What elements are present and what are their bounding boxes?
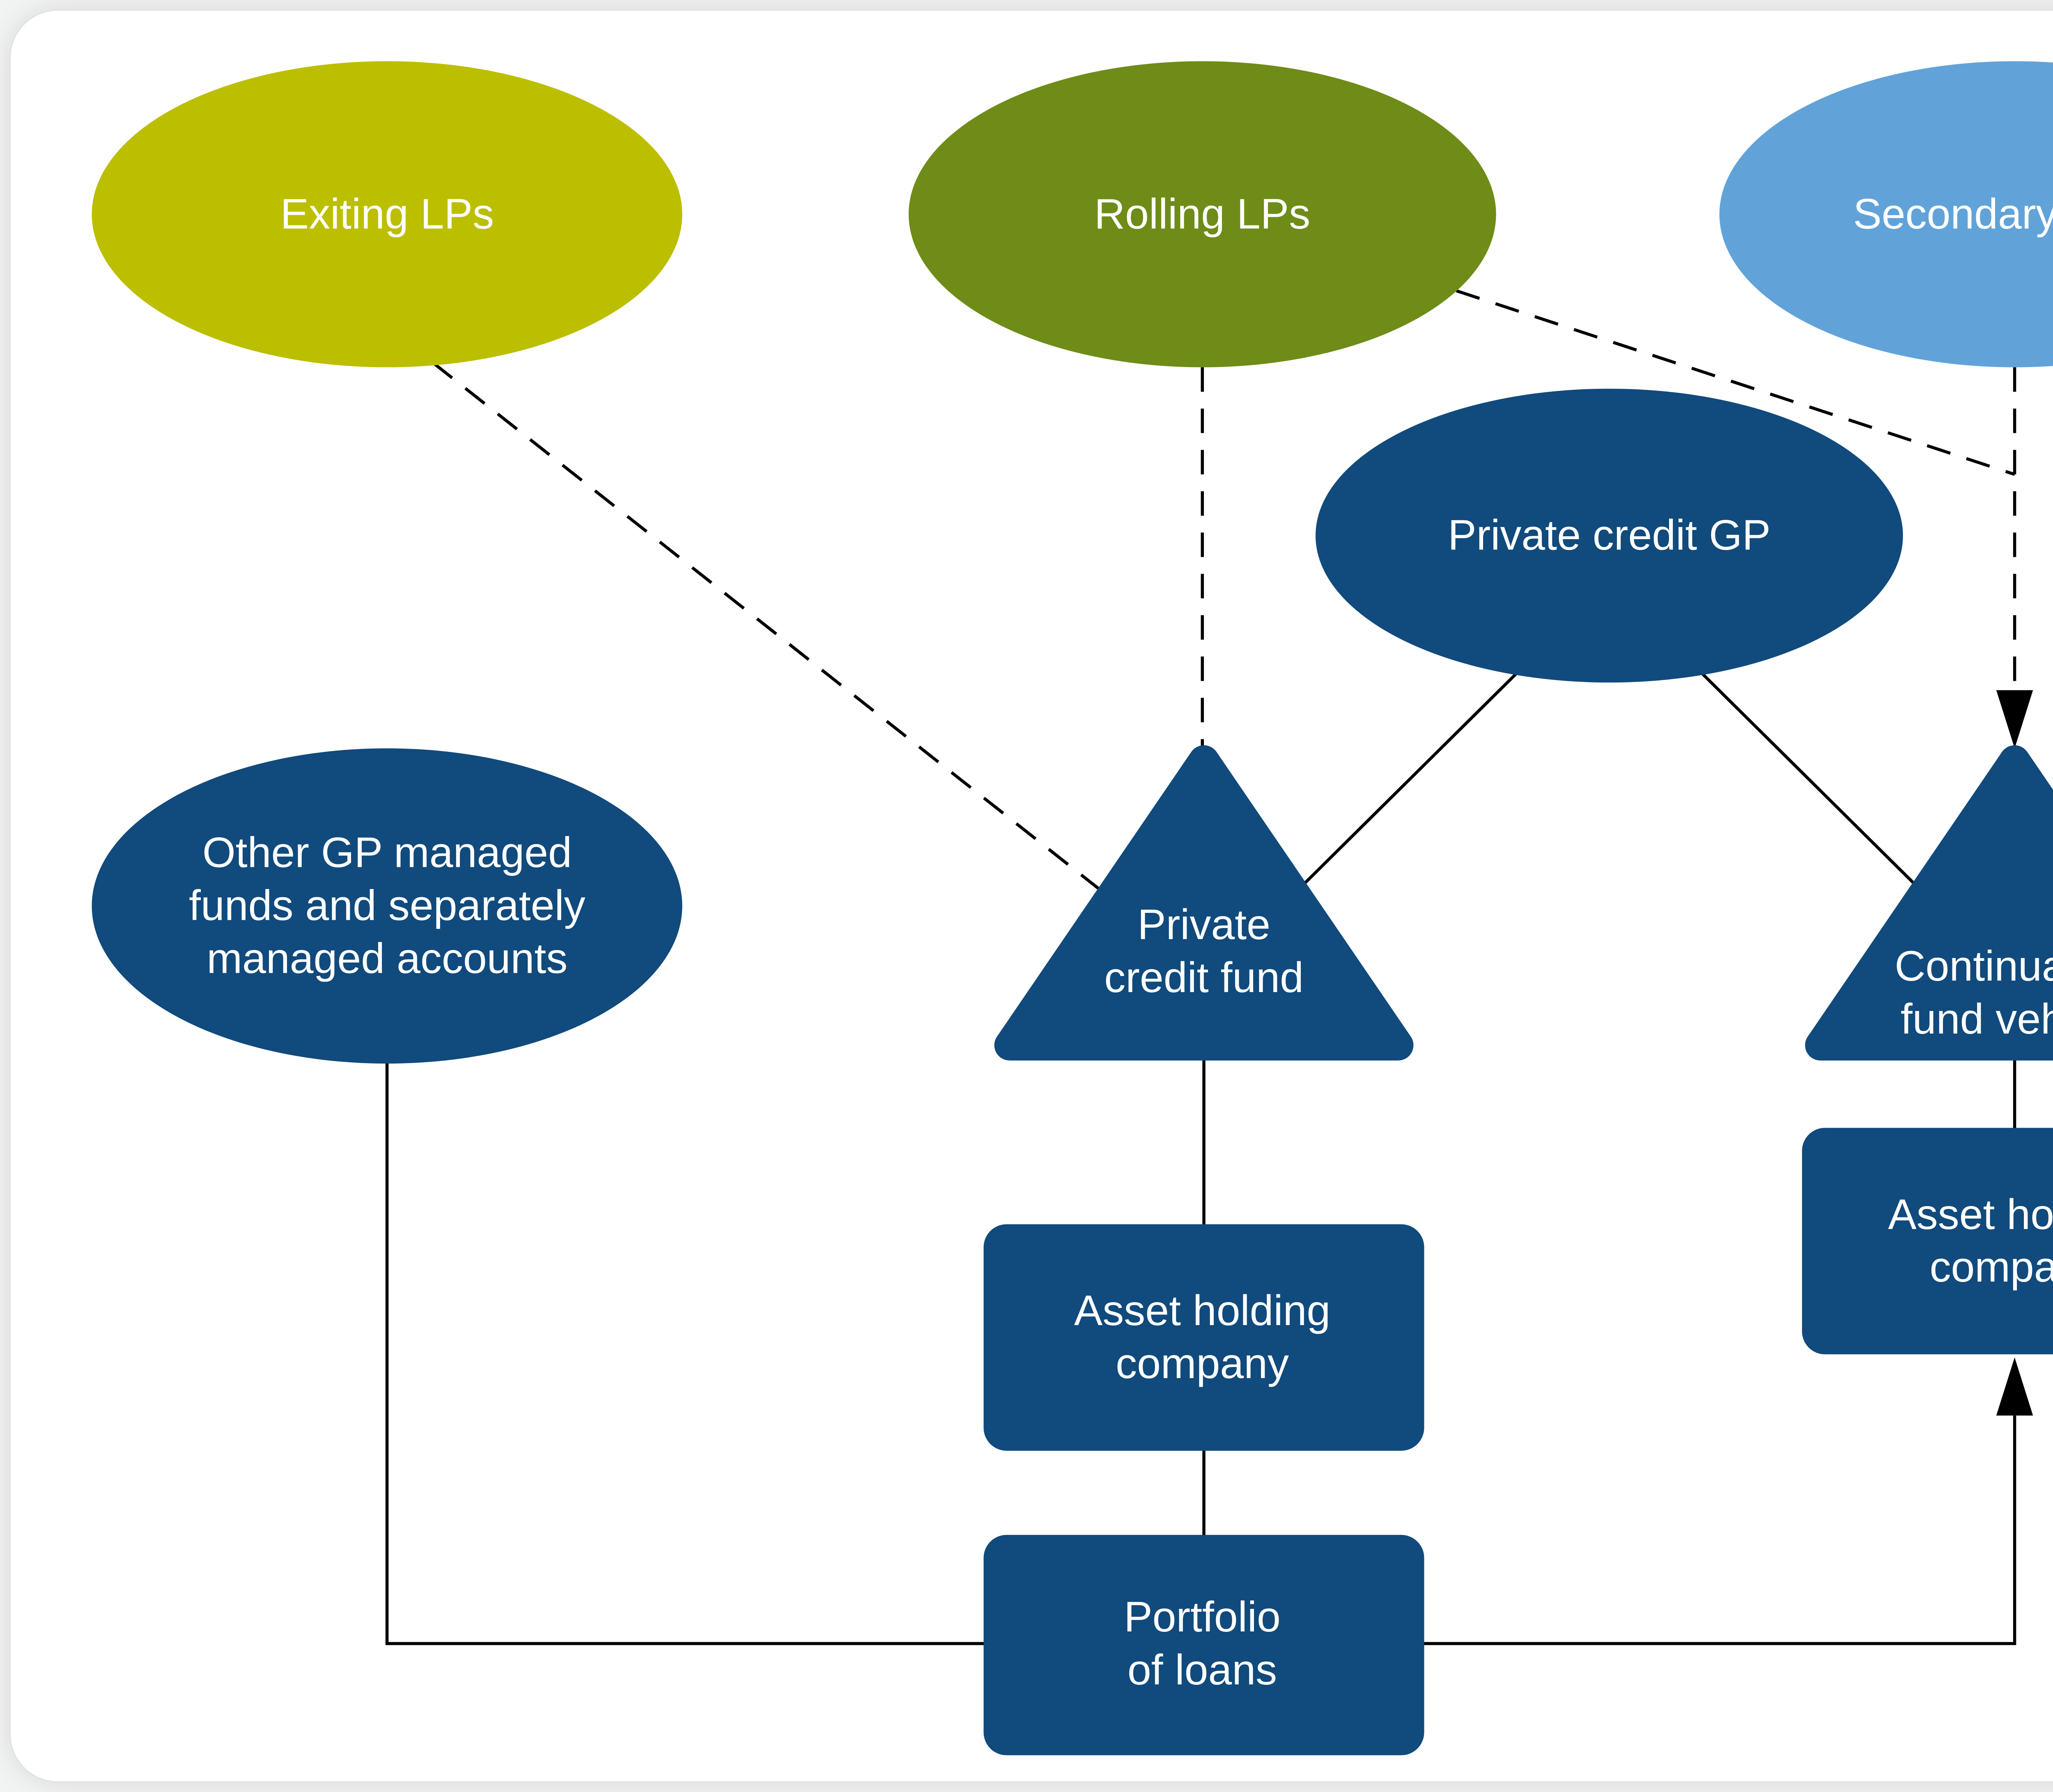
portfolio-of-loans-box [983,1535,1424,1755]
edge-other-gp-funds-to-portfolio [385,1010,1002,1645]
other-gp-funds-ellipse [92,748,682,1064]
asset-holding-company-left-box [983,1224,1424,1451]
arrow-down-icon [1996,690,2033,749]
rolling-lps-ellipse [908,61,1496,368]
private-credit-gp-ellipse [1315,388,1903,683]
private-credit-fund-triangle [994,745,1414,1061]
edge-exiting-lps-to-private-credit-fund [432,361,1118,904]
edge-rolling-lps-to-continuation-fund-vehicle [1456,289,2015,476]
asset-holding-company-right-box [1802,1128,2053,1355]
edge-portfolio-to-asset-holding-right [1415,1415,2016,1645]
continuation-fund-vehicle-triangle [1805,745,2053,1061]
arrow-up-icon [1996,1357,2033,1416]
secondary-buyer-ellipse [1719,61,2053,368]
exiting-lps-ellipse [92,61,682,368]
